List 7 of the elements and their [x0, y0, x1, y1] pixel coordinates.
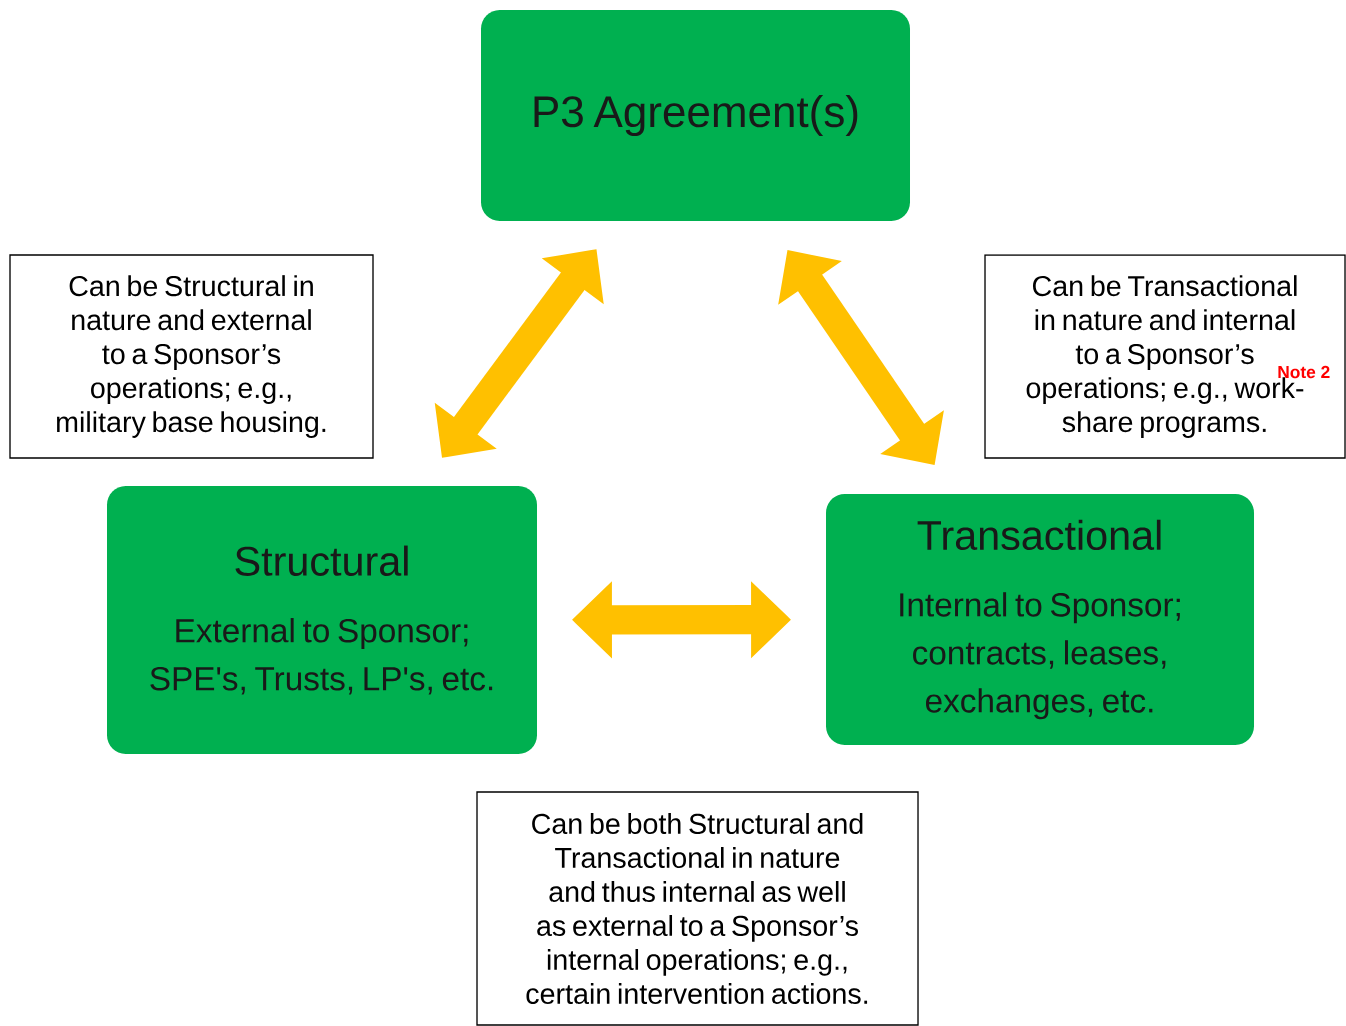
note-box: Can be Structural in nature and external to a Sponsor’s operations; e.g., military base housing.: [9, 254, 374, 459]
double-arrow: [778, 250, 944, 465]
note-box: Can be both Structural and Transactional in nature and thus internal as well as external to a Sponsor’s internal operations; e.g., certain intervention actions.: [476, 791, 919, 1026]
process-box: Transactional Internal to Sponsor; contracts, leases, exchanges, etc.: [826, 494, 1254, 745]
process-box: Structural External to Sponsor; SPE's, Trusts, LP's, etc.: [107, 486, 537, 754]
process-box: P3 Agreement(s): [481, 10, 910, 221]
note-marker: Note 2: [1278, 365, 1330, 379]
